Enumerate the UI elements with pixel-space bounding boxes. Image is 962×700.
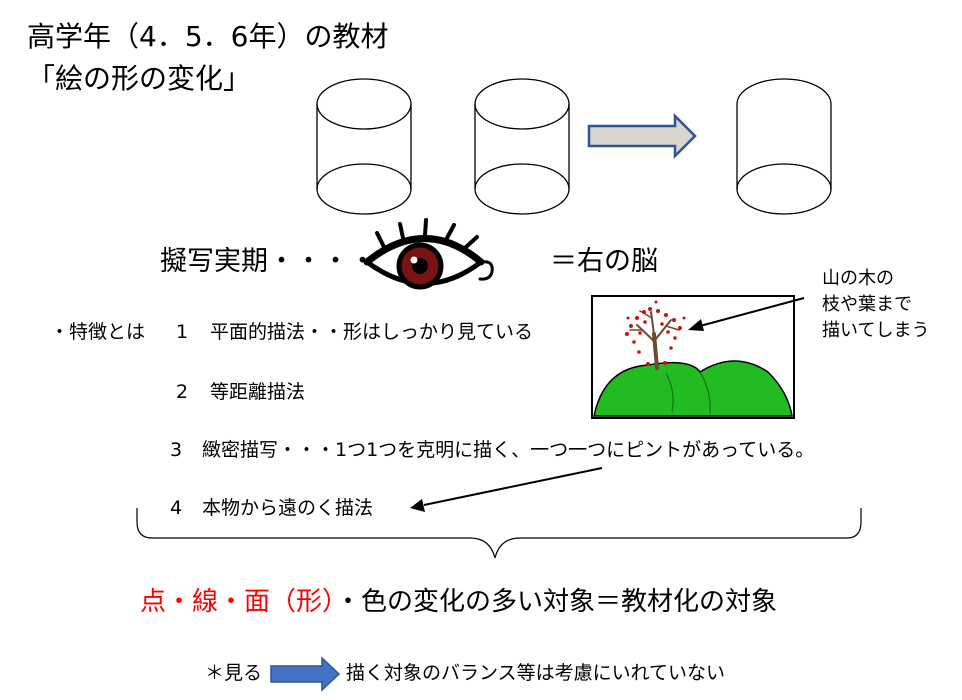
tree-hill-picture — [591, 295, 795, 419]
transition-arrow — [587, 112, 697, 160]
note-line-1: 山の木の — [822, 268, 894, 289]
feature-item-3-text: 緻密描写・・・1つ1つを克明に描く、一つ一つにピントがあっている。 — [202, 439, 815, 461]
footer-arrow — [270, 656, 341, 692]
summary-red-part: 点・線・面（形） — [140, 587, 336, 617]
feature-item-1-number: 1 — [176, 321, 189, 343]
features-intro: ・特徴とは — [50, 321, 146, 343]
feature-item-1-text: 平面的描法・・形はしっかり見ている — [210, 321, 534, 343]
footer-see-label: ＊見る — [205, 662, 263, 684]
stage-equals-right-brain: ＝右の脳 — [550, 246, 658, 277]
feature-item-2-number: 2 — [176, 381, 189, 403]
cylinder-right — [736, 78, 832, 215]
note-line-3: 描いてしまう — [822, 320, 930, 341]
page-subtitle: 「絵の形の変化」 — [27, 62, 252, 95]
footer-note: 描く対象のバランス等は考慮にいれていない — [346, 662, 726, 684]
feature-item-3-number: 3 — [170, 439, 183, 461]
summary-brace — [136, 508, 862, 559]
stage-label: 擬写実期・・・・ — [160, 246, 376, 277]
note-line-2: 枝や葉まで — [822, 294, 912, 315]
summary-line: 点・線・面（形）・色の変化の多い対象＝教材化の対象 — [140, 586, 777, 618]
eye-icon — [363, 218, 494, 290]
note-pointer-arrow — [699, 297, 805, 327]
feature-item-2-text: 等距離描法 — [210, 381, 306, 403]
cylinder-left — [316, 78, 412, 215]
feature-item-4-number: 4 — [170, 497, 183, 519]
page-title: 高学年（4．5．6年）の教材 — [27, 20, 389, 53]
feature-item-4-text: 本物から遠のく描法 — [202, 497, 374, 519]
summary-black-part: ・色の変化の多い対象＝教材化の対象 — [335, 587, 778, 617]
item3-to-item4-arrow — [423, 467, 603, 506]
cylinder-middle — [474, 78, 570, 215]
